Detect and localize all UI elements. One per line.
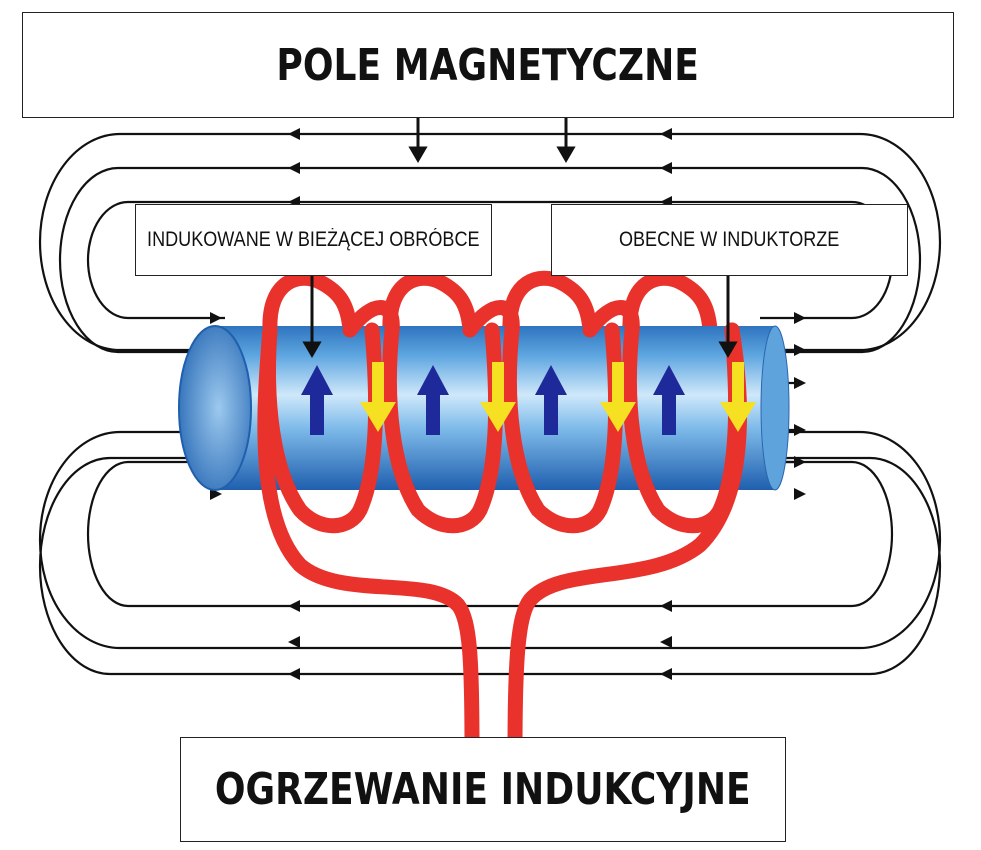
callout-pointers: [302, 118, 738, 358]
callout-induced-label: INDUKOWANE W BIEŻĄCEJ OBRÓBCE: [147, 228, 480, 251]
callout-inductor-current: OBECNE W INDUKTORZE: [551, 204, 908, 276]
triangle-arrow-icon: [288, 668, 300, 680]
triangle-arrow-icon: [660, 668, 672, 680]
down-arrow-icon: [360, 362, 396, 432]
triangle-arrow-icon: [210, 312, 222, 324]
down-arrow-icon: [720, 362, 756, 432]
coil-back-segments: [262, 270, 718, 338]
title-induction-heating: OGRZEWANIE INDUKCYJNE: [215, 764, 751, 815]
triangle-arrow-icon: [660, 128, 672, 140]
triangle-arrow-icon: [660, 636, 672, 648]
down-arrow-icon: [600, 362, 636, 432]
down-arrow-icon: [408, 146, 428, 163]
up-arrow-icon: [417, 365, 449, 435]
up-arrow-icon: [301, 365, 333, 435]
triangle-arrow-icon: [660, 600, 672, 612]
triangle-arrow-icon: [288, 636, 300, 648]
callout-induced-current: INDUKOWANE W BIEŻĄCEJ OBRÓBCE: [135, 204, 492, 276]
inductor-current-arrows: [360, 362, 756, 432]
down-arrow-icon: [480, 362, 516, 432]
triangle-arrow-icon: [288, 600, 300, 612]
triangle-arrow-icon: [794, 312, 806, 324]
triangle-arrow-icon: [210, 488, 222, 500]
down-arrow-icon: [302, 341, 322, 358]
down-arrow-icon: [556, 146, 576, 163]
up-arrow-icon: [653, 365, 685, 435]
title-box-bottom: OGRZEWANIE INDUKCYJNE: [180, 737, 786, 842]
triangle-arrow-icon: [288, 162, 300, 174]
induced-current-arrows: [301, 365, 685, 435]
triangle-arrow-icon: [288, 128, 300, 140]
title-box-top: POLE MAGNETYCZNE: [22, 12, 954, 118]
triangle-arrow-icon: [660, 162, 672, 174]
triangle-arrow-icon: [794, 377, 806, 389]
title-magnetic-field: POLE MAGNETYCZNE: [276, 39, 700, 91]
triangle-arrow-icon: [794, 456, 806, 468]
triangle-arrow-icon: [794, 488, 806, 500]
down-arrow-icon: [718, 341, 738, 358]
triangle-arrow-icon: [794, 424, 806, 436]
callout-inductor-label: OBECNE W INDUKTORZE: [619, 228, 840, 251]
up-arrow-icon: [535, 365, 567, 435]
triangle-arrow-icon: [794, 344, 806, 356]
